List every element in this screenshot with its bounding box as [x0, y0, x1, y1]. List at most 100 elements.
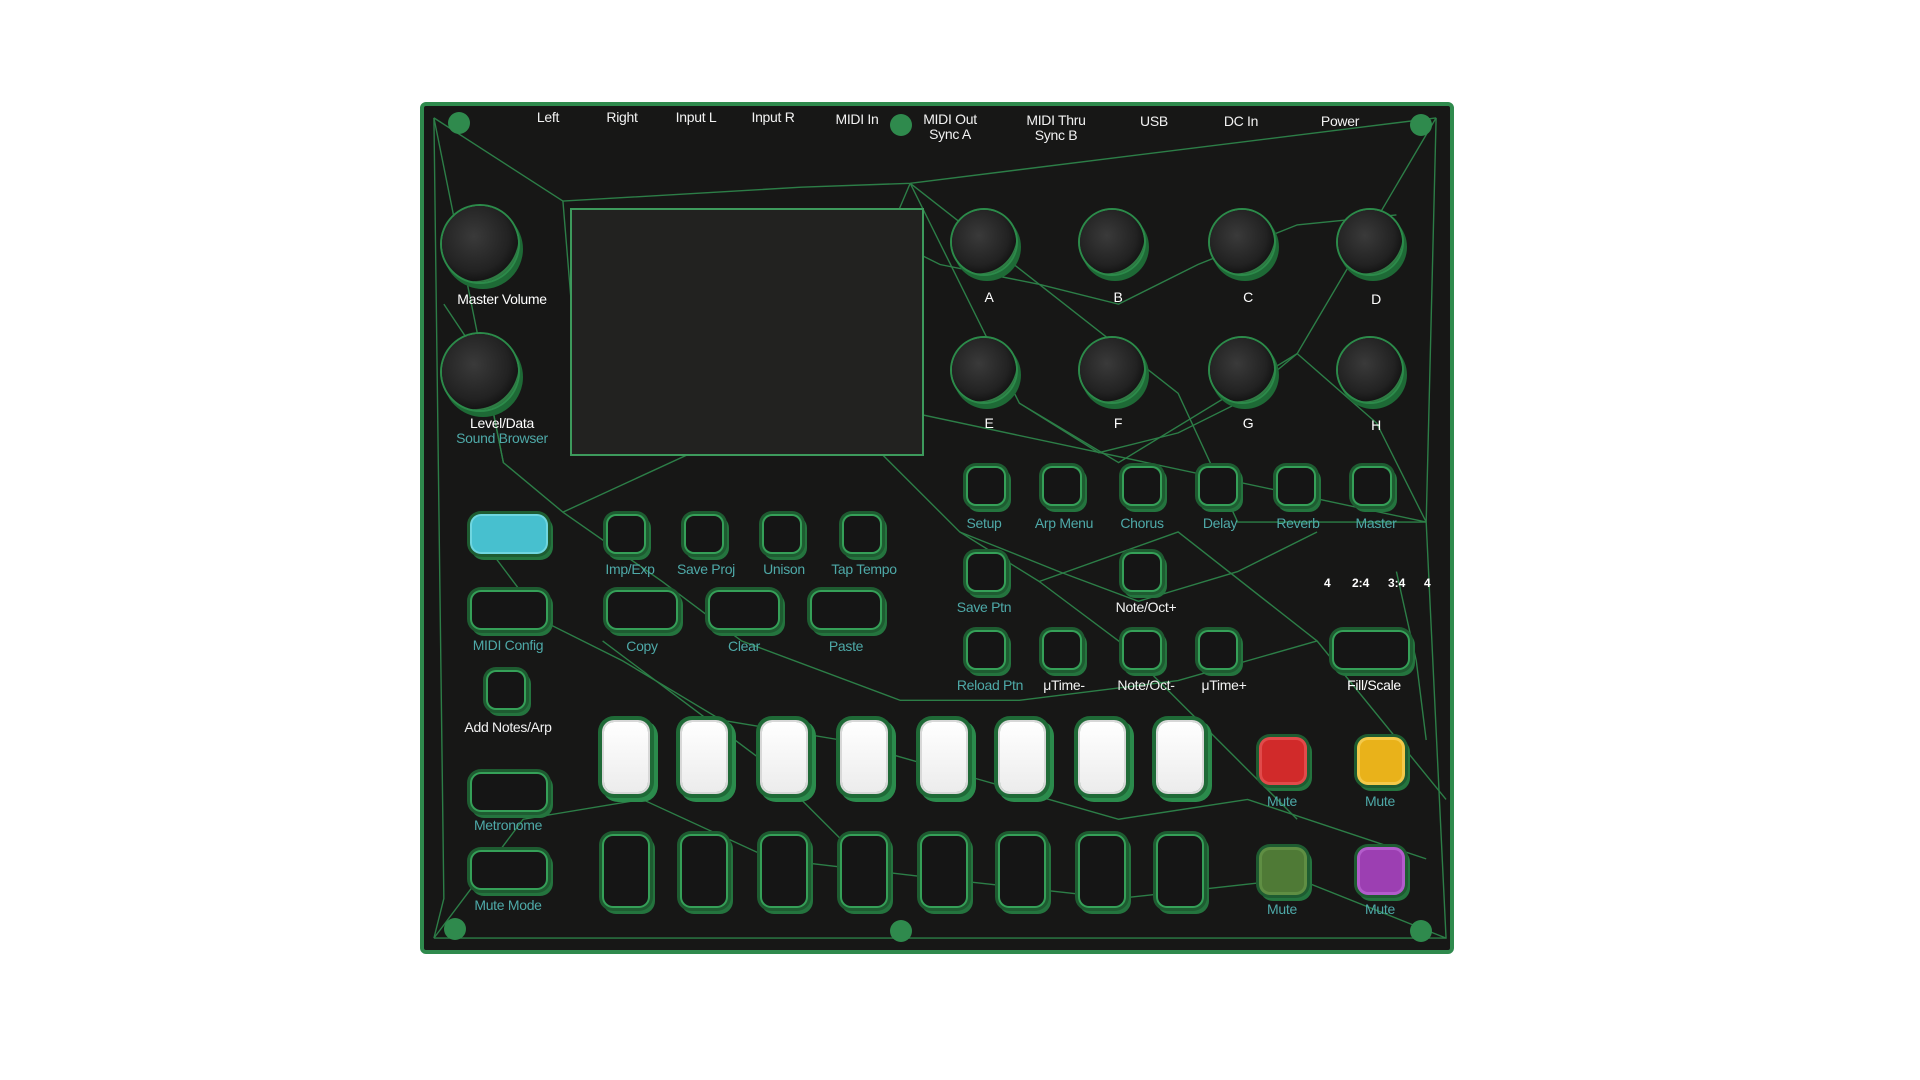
screw-top-right [1410, 114, 1432, 136]
step-pad-2[interactable] [682, 722, 726, 792]
param-knob-g[interactable] [1210, 338, 1274, 402]
port-left-label: Left [536, 109, 560, 125]
port-input-l-label: Input L [675, 109, 717, 125]
step-pad-11[interactable] [762, 836, 806, 906]
save-proj-button[interactable] [686, 516, 722, 552]
master-volume-knob[interactable] [442, 206, 518, 282]
arp-menu-button[interactable] [1044, 468, 1080, 504]
time-sig-2-4: 2:4 [1352, 576, 1370, 590]
step-pad-10[interactable] [682, 836, 726, 906]
port-right-label: Right [606, 109, 638, 125]
step-pad-15[interactable] [1080, 836, 1124, 906]
mute-button-red[interactable] [1262, 740, 1304, 782]
setup-button[interactable] [968, 468, 1004, 504]
param-knob-b-label: B [1113, 289, 1123, 305]
param-knob-a[interactable] [952, 210, 1016, 274]
step-pad-4[interactable] [842, 722, 886, 792]
param-knob-b[interactable] [1080, 210, 1144, 274]
step-pad-7[interactable] [1080, 722, 1124, 792]
mute-button-olive[interactable] [1262, 850, 1304, 892]
step-pad-8[interactable] [1158, 722, 1202, 792]
note-oct-up-button[interactable] [1124, 554, 1160, 590]
screw-bottom-center [890, 920, 912, 942]
midi-config-button[interactable] [472, 592, 546, 628]
note-oct-up-label: Note/Oct+ [1115, 599, 1177, 615]
mute-label-purple: Mute [1365, 901, 1395, 917]
paste-button[interactable] [812, 592, 880, 628]
reload-ptn-label: Reload Ptn [956, 677, 1024, 693]
imp-exp-button[interactable] [608, 516, 644, 552]
step-pad-12[interactable] [842, 836, 886, 906]
param-knob-f-label: F [1113, 415, 1123, 431]
clear-button[interactable] [710, 592, 778, 628]
reload-ptn-button[interactable] [968, 632, 1004, 668]
fill-scale-label: Fill/Scale [1347, 677, 1401, 693]
midi-config-label: MIDI Config [472, 637, 544, 653]
mute-mode-label: Mute Mode [474, 897, 542, 913]
port-power-label: Power [1320, 113, 1360, 129]
step-pad-3[interactable] [762, 722, 806, 792]
step-pad-6[interactable] [1000, 722, 1044, 792]
param-knob-h-label: H [1371, 417, 1381, 433]
mute-mode-button[interactable] [472, 852, 546, 888]
note-oct-down-button[interactable] [1124, 632, 1160, 668]
delay-button[interactable] [1200, 468, 1236, 504]
screw-bottom-left [444, 918, 466, 940]
step-pad-1[interactable] [604, 722, 648, 792]
add-notes-button[interactable] [488, 672, 524, 708]
tap-tempo-label: Tap Tempo [831, 561, 897, 577]
screw-top-center [890, 114, 912, 136]
save-ptn-button[interactable] [968, 554, 1004, 590]
param-knob-a-label: A [984, 289, 994, 305]
microtime-plus-button[interactable] [1200, 632, 1236, 668]
step-pad-5[interactable] [922, 722, 966, 792]
save-proj-label: Save Proj [677, 561, 735, 577]
clear-label: Clear [728, 638, 760, 654]
time-sig-3-4: 3:4 [1388, 576, 1406, 590]
step-pad-16[interactable] [1158, 836, 1202, 906]
microtime-minus-button[interactable] [1044, 632, 1080, 668]
mute-button-yellow[interactable] [1360, 740, 1402, 782]
step-pad-13[interactable] [922, 836, 966, 906]
reverb-button[interactable] [1278, 468, 1314, 504]
port-usb-label: USB [1140, 113, 1168, 129]
setup-label: Setup [966, 515, 1002, 531]
master-volume-label: Master Volume [457, 291, 547, 307]
mute-label-olive: Mute [1267, 901, 1297, 917]
sync-b-label: Sync B [1034, 127, 1078, 143]
param-knob-f[interactable] [1080, 338, 1144, 402]
mute-label-red: Mute [1267, 793, 1297, 809]
copy-label: Copy [626, 638, 658, 654]
chorus-button[interactable] [1124, 468, 1160, 504]
cyan-shift-button[interactable] [472, 516, 546, 552]
note-oct-down-label: Note/Oct- [1117, 677, 1175, 693]
step-pad-14[interactable] [1000, 836, 1044, 906]
param-knob-d[interactable] [1338, 210, 1402, 274]
arp-menu-label: Arp Menu [1034, 515, 1094, 531]
screw-top-left [448, 112, 470, 134]
param-knob-e-label: E [984, 415, 994, 431]
mute-button-purple[interactable] [1360, 850, 1402, 892]
port-dc-in-label: DC In [1223, 113, 1259, 129]
unison-button[interactable] [764, 516, 800, 552]
metronome-button[interactable] [472, 774, 546, 810]
level-data-knob[interactable] [442, 334, 518, 410]
sync-a-label: Sync A [929, 126, 971, 142]
param-knob-e[interactable] [952, 338, 1016, 402]
port-input-r-label: Input R [751, 109, 795, 125]
fill-scale-button[interactable] [1334, 632, 1408, 668]
master-button[interactable] [1354, 468, 1390, 504]
master-label: Master [1355, 515, 1397, 531]
step-pad-9[interactable] [604, 836, 648, 906]
metronome-label: Metronome [473, 817, 543, 833]
tap-tempo-button[interactable] [844, 516, 880, 552]
time-sig-4-a: 4 [1324, 576, 1331, 590]
add-notes-label: Add Notes/Arp [464, 719, 552, 735]
param-knob-c[interactable] [1210, 210, 1274, 274]
chorus-label: Chorus [1120, 515, 1164, 531]
copy-button[interactable] [608, 592, 676, 628]
param-knob-h[interactable] [1338, 338, 1402, 402]
